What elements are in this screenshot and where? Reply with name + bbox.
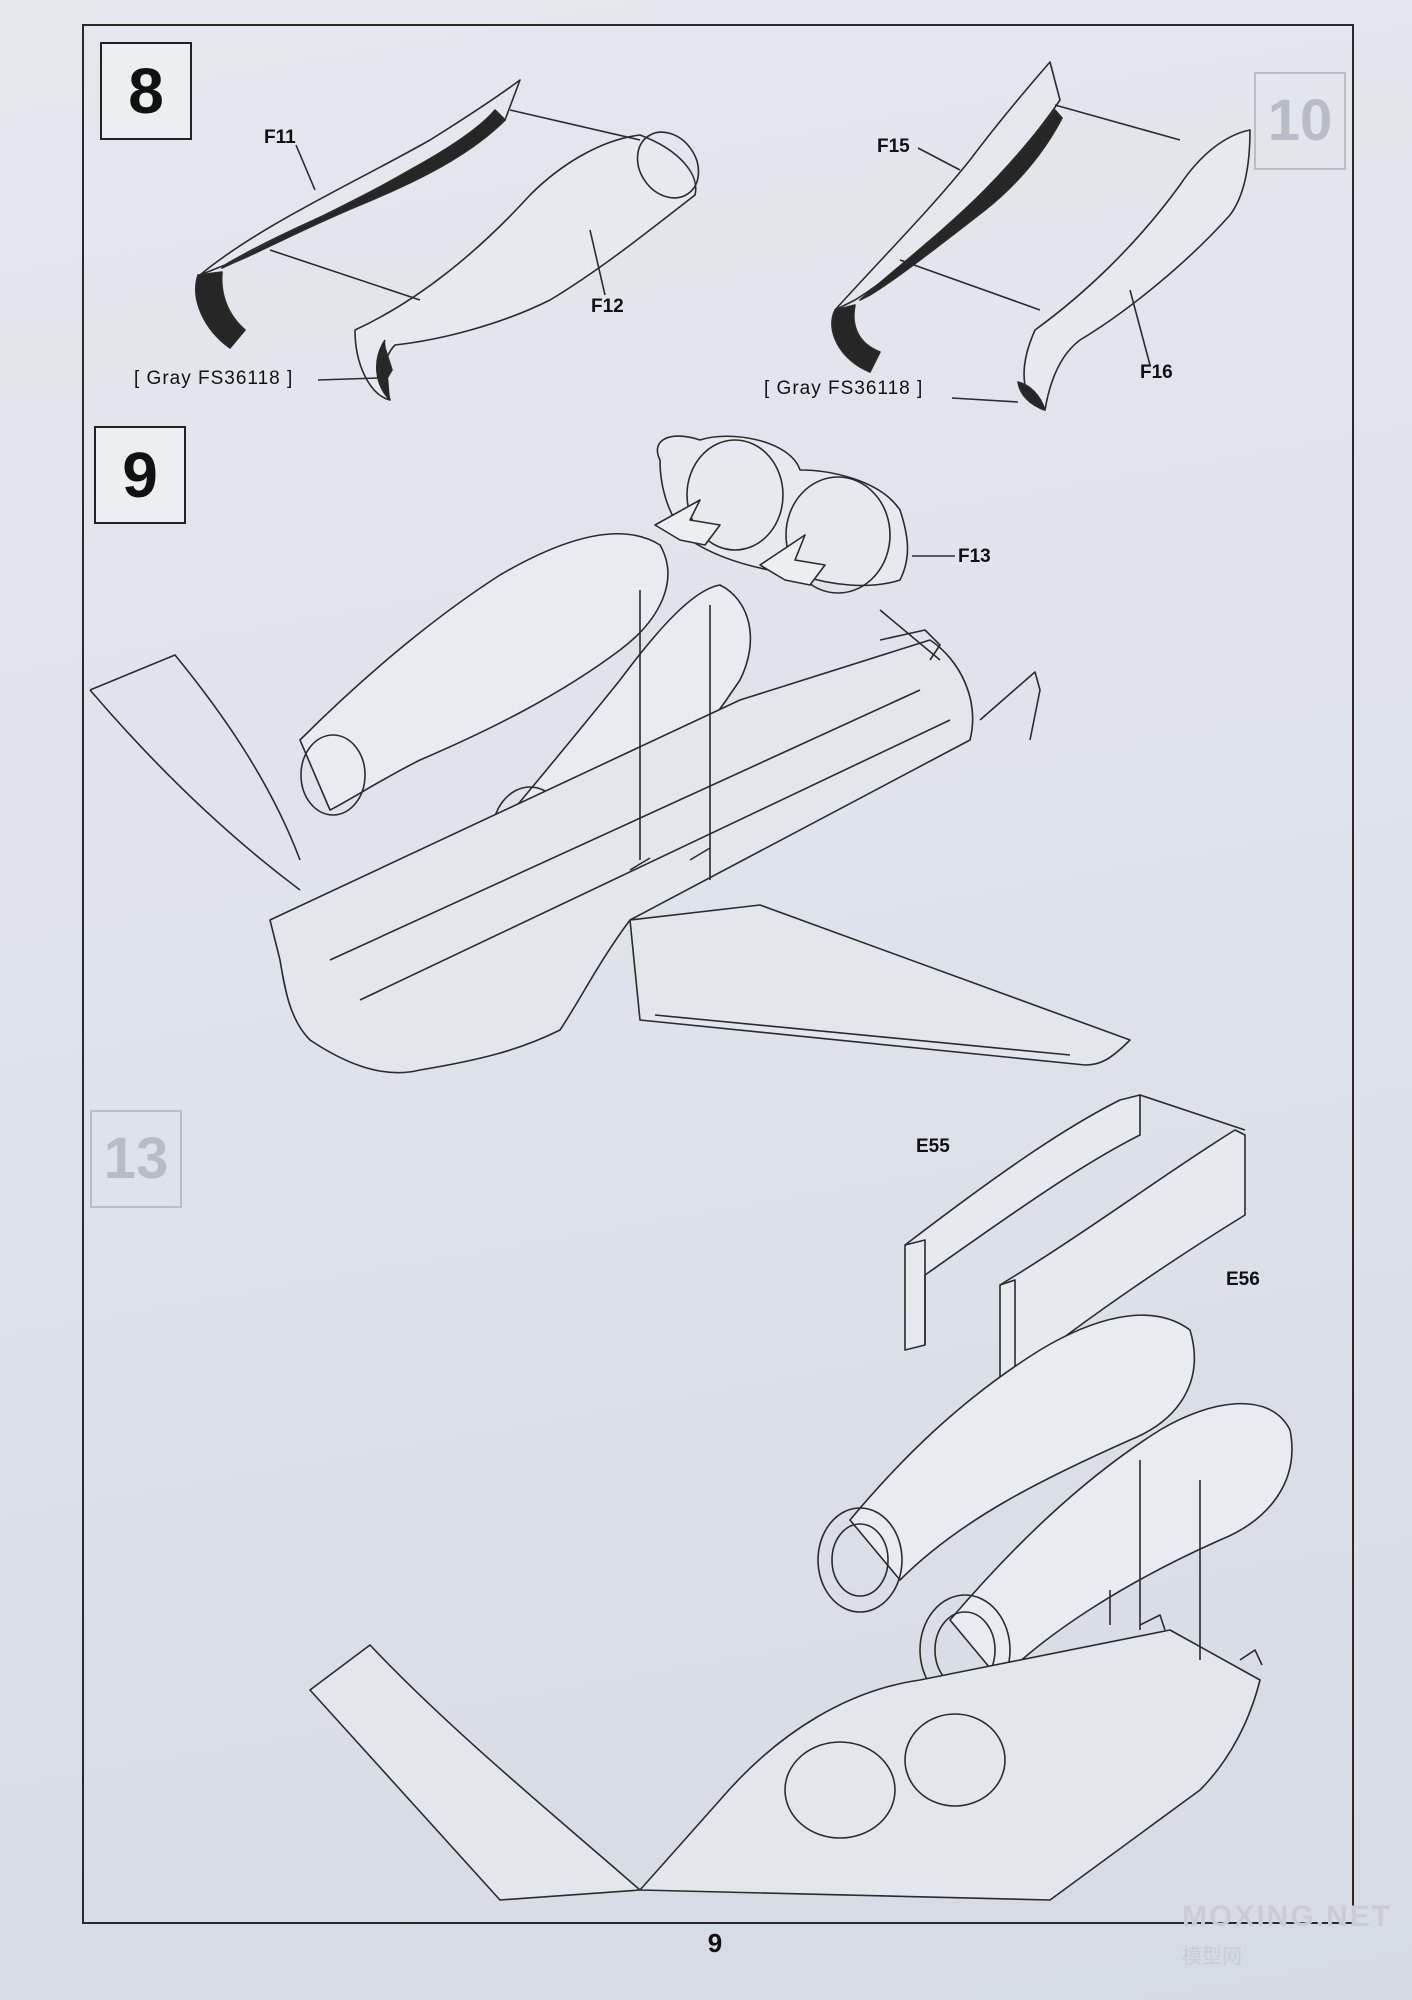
part-f11-drawing xyxy=(195,79,521,349)
label-f13: F13 xyxy=(958,546,991,567)
part-f15-drawing xyxy=(831,61,1063,373)
watermark-text: MOXING.NET xyxy=(1182,1900,1393,1933)
watermark-subtext: 模型网 xyxy=(1182,1946,1242,1968)
paint-callout-right: [ Gray FS36118 ] xyxy=(764,378,924,399)
ghost-step-13: 13 xyxy=(90,1110,182,1208)
ghost-step-10: 10 xyxy=(1254,72,1346,170)
part-f13-drawing xyxy=(654,435,909,594)
label-f16: F16 xyxy=(1140,362,1173,383)
label-f11: F11 xyxy=(264,127,296,148)
page-number: 9 xyxy=(707,1928,723,1958)
step-8-box: 8 xyxy=(100,42,192,140)
label-e55: E55 xyxy=(916,1136,950,1157)
step-9-box: 9 xyxy=(94,426,186,524)
part-e55-drawing xyxy=(904,1094,1141,1351)
label-e56: E56 xyxy=(1226,1269,1260,1290)
part-f16-drawing xyxy=(1017,129,1251,411)
label-f12: F12 xyxy=(591,296,624,317)
label-f15: F15 xyxy=(877,136,910,157)
part-e56-drawing xyxy=(999,1094,1246,1381)
paint-callout-left: [ Gray FS36118 ] xyxy=(134,368,294,389)
part-f12-drawing xyxy=(354,131,700,401)
page-frame xyxy=(82,24,1354,1924)
